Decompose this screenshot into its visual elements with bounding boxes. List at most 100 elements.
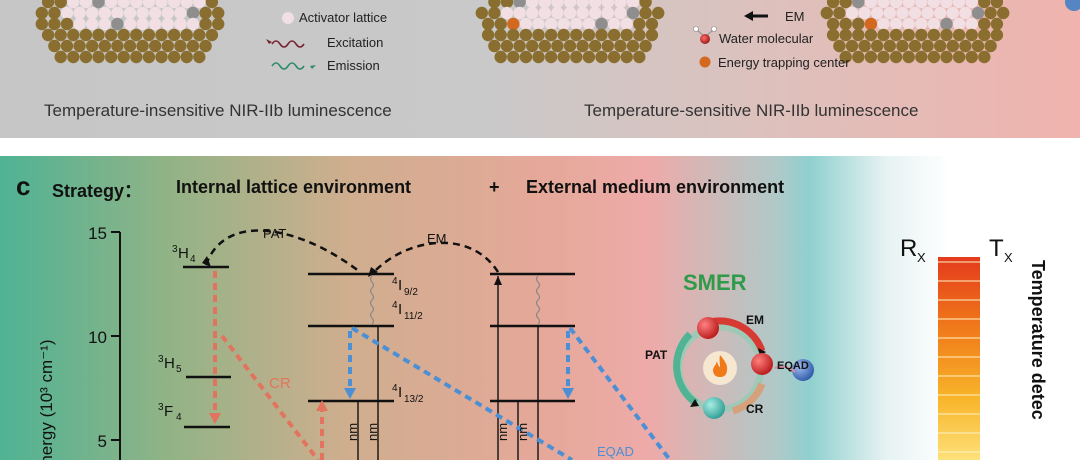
lattice-atom: [971, 6, 985, 20]
lattice-atom: [488, 6, 501, 20]
lattice-atom: [48, 39, 61, 53]
level-3h5-base: H: [164, 355, 175, 372]
lattice-atom: [908, 39, 922, 53]
lattice-atom: [193, 0, 206, 9]
lattice-atom: [984, 6, 997, 20]
fire-icon: [713, 355, 728, 377]
lattice-atom: [35, 6, 48, 20]
lattice-atom: [620, 28, 633, 42]
lattice-atom: [940, 0, 953, 9]
lattice-atom: [180, 0, 193, 9]
lattice-atom: [79, 0, 93, 9]
lattice-atom: [889, 50, 903, 64]
lattice-atom: [155, 28, 168, 42]
lattice-atom: [149, 6, 162, 20]
lattice-atom: [902, 17, 915, 31]
lattice-atom: [513, 6, 526, 20]
lattice-atom: [877, 17, 890, 31]
level-4i132-base: I: [398, 384, 402, 401]
water-molecule-icon: [700, 34, 710, 44]
pat-label: PAT: [263, 226, 286, 241]
lattice-atom: [570, 28, 583, 42]
lattice-atom: [532, 17, 545, 31]
lattice-atom: [990, 17, 1004, 31]
lattice-atom: [538, 39, 551, 53]
lattice-atom: [149, 17, 162, 31]
lattice-atom: [959, 39, 972, 53]
em-arrowhead-icon: [744, 11, 753, 21]
em-arrowhead: [368, 267, 378, 277]
lattice-atom: [544, 28, 558, 42]
excitation-wave-icon: [271, 40, 305, 48]
lattice-atom: [167, 28, 181, 42]
lattice-atom: [67, 0, 80, 9]
y-tick-label-15: 15: [88, 224, 107, 243]
tm-decay-arrowhead: [209, 413, 221, 424]
er-excitation-arrowhead: [316, 400, 328, 411]
lattice-atom: [877, 28, 890, 42]
level-4i92-sup: 4: [392, 276, 398, 287]
lattice-atom: [557, 28, 570, 42]
top-panel-graphics: [35, 0, 1080, 70]
level-3h5-sub: 5: [176, 364, 182, 375]
lattice-atom: [877, 0, 890, 9]
level-4i92-base: I: [398, 277, 402, 294]
lattice-atom: [104, 0, 118, 9]
lattice-atom: [54, 28, 67, 42]
rx-label-sub: X: [917, 250, 926, 265]
lattice-atom: [852, 17, 865, 31]
lattice-atom: [820, 6, 833, 20]
lattice-atom: [174, 39, 187, 53]
lattice-atom: [123, 17, 137, 31]
nm-label: nm: [515, 423, 530, 441]
lattice-atom: [639, 39, 652, 53]
lattice-atom: [174, 17, 187, 31]
lattice-atom: [927, 17, 941, 31]
external-medium-label: External medium environment: [526, 177, 785, 197]
smer-pat-label: PAT: [645, 348, 668, 362]
lattice-atom: [940, 28, 953, 42]
lattice-atom: [965, 0, 978, 9]
lattice-atom: [826, 17, 840, 31]
water-hydrogen-icon: [693, 26, 699, 32]
lattice-atom: [921, 6, 934, 20]
lattice-atom: [60, 39, 74, 53]
lattice-atom: [864, 50, 878, 64]
lattice-atom: [104, 28, 118, 42]
lattice-atom: [915, 17, 928, 31]
lattice-atom: [54, 50, 67, 64]
lattice-atom: [92, 50, 105, 64]
lattice-middle: [475, 0, 665, 64]
lattice-atom: [582, 50, 596, 64]
eqad-label: EQAD: [597, 444, 634, 459]
lattice-atom: [601, 6, 614, 20]
lattice-atom: [488, 0, 501, 9]
lattice-atom: [978, 28, 991, 42]
smer-eqad-label: EQAD: [777, 360, 809, 372]
lattice-atom: [595, 17, 608, 31]
er-decay-arrowhead-right: [562, 388, 574, 399]
lattice-atom: [595, 28, 608, 42]
y-tick-label-5: 5: [98, 432, 107, 451]
lattice-atom: [626, 0, 640, 9]
lattice-atom: [614, 39, 627, 53]
lattice-atom: [199, 6, 212, 20]
lattice-atom: [852, 50, 865, 64]
lattice-atom: [845, 6, 859, 20]
lattice-atom: [607, 28, 621, 42]
lattice-atom: [92, 28, 105, 42]
lattice-atom: [488, 39, 501, 53]
lattice-atom: [902, 50, 915, 64]
lattice-atom: [826, 28, 840, 42]
energy-trap-icon: [699, 56, 711, 68]
lattice-atom: [978, 50, 991, 64]
smer-ball-em: [697, 317, 719, 339]
strategy-label: Strategy：: [52, 181, 143, 201]
smer-cr-arc: [731, 382, 766, 415]
lattice-atom: [883, 6, 896, 20]
lattice-atom: [142, 0, 156, 9]
panel-gap: [0, 138, 1080, 156]
lattice-atom: [136, 17, 149, 31]
lattice-atom: [934, 6, 947, 20]
lattice-atom: [67, 50, 80, 64]
